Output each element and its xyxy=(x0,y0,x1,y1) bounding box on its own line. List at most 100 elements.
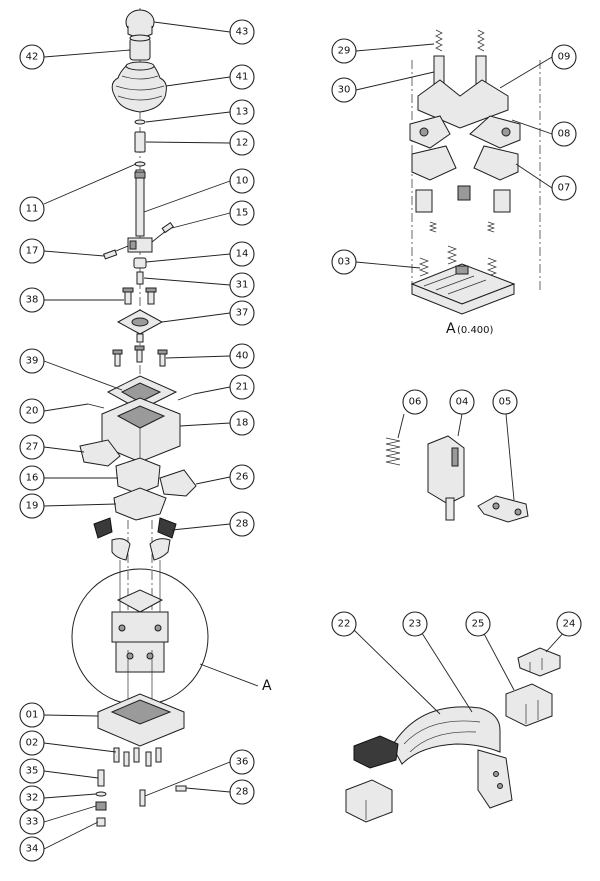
callout-24: 24 xyxy=(556,611,582,637)
callout-31: 31 xyxy=(229,272,255,298)
callout-07: 07 xyxy=(551,175,577,201)
part-22-shoe-left xyxy=(353,735,399,769)
svg-text:35: 35 xyxy=(26,766,39,777)
part-36-screw xyxy=(139,789,146,807)
callout-18: 18 xyxy=(229,410,255,436)
callout-22: 22 xyxy=(331,611,357,637)
svg-text:37: 37 xyxy=(236,308,249,319)
callout-29: 29 xyxy=(331,38,357,64)
detail-title-letter: A xyxy=(446,321,456,337)
svg-text:34: 34 xyxy=(26,844,39,855)
part-detail-base xyxy=(410,263,516,315)
part-16-gate xyxy=(115,457,161,495)
callout-36: 36 xyxy=(229,749,255,775)
svg-text:15: 15 xyxy=(236,208,249,219)
svg-text:21: 21 xyxy=(236,382,249,393)
leader-22 xyxy=(353,629,441,715)
callout-09: 09 xyxy=(551,44,577,70)
callout-10: 10 xyxy=(229,168,255,194)
part-31-pin xyxy=(136,271,144,285)
callout-11: 11 xyxy=(19,196,45,222)
callout-14: 14 xyxy=(229,241,255,267)
svg-text:43: 43 xyxy=(236,27,249,38)
main-exploded-stack: A xyxy=(71,8,272,827)
callout-17: 17 xyxy=(19,238,45,264)
detail-title-scale: (0.400) xyxy=(457,325,494,336)
part-26-lever xyxy=(159,469,197,497)
part-04-plunger xyxy=(427,413,465,521)
callout-20: 20 xyxy=(19,398,45,424)
svg-text:23: 23 xyxy=(409,619,422,630)
part-35-stud xyxy=(97,769,105,787)
part-23-arc-end xyxy=(477,749,513,809)
svg-text:16: 16 xyxy=(26,473,39,484)
part-32-washer xyxy=(95,791,107,797)
svg-text:17: 17 xyxy=(26,246,39,257)
svg-text:39: 39 xyxy=(26,356,39,367)
svg-text:18: 18 xyxy=(236,418,249,429)
part-37-flange xyxy=(116,309,164,343)
svg-text:24: 24 xyxy=(563,619,576,630)
svg-text:33: 33 xyxy=(26,817,39,828)
part-15-pin xyxy=(151,221,174,243)
svg-text:01: 01 xyxy=(26,710,39,721)
part-05-plate xyxy=(477,413,529,523)
callout-40: 40 xyxy=(229,343,255,369)
leaders-left xyxy=(43,21,231,850)
part-21-pin xyxy=(177,393,195,401)
svg-text:07: 07 xyxy=(558,183,571,194)
svg-text:30: 30 xyxy=(338,85,351,96)
svg-text:10: 10 xyxy=(236,176,249,187)
part-39-gasket xyxy=(106,375,178,411)
leader-25 xyxy=(481,629,515,691)
part-41-boot xyxy=(111,61,167,113)
svg-text:19: 19 xyxy=(26,501,39,512)
callout-23: 23 xyxy=(402,611,428,637)
part-25-shoe xyxy=(505,683,553,727)
part-42-sleeve xyxy=(129,34,151,61)
part-28-lower-pin xyxy=(175,785,187,792)
part-27-lever xyxy=(79,439,121,467)
svg-text:41: 41 xyxy=(236,72,249,83)
callout-38: 38 xyxy=(19,287,45,313)
part-10-shaft xyxy=(134,169,146,237)
part-33-nut xyxy=(95,801,107,811)
svg-text:02: 02 xyxy=(26,738,39,749)
svg-text:29: 29 xyxy=(338,46,351,57)
svg-text:28: 28 xyxy=(236,519,249,530)
callout-06: 06 xyxy=(402,389,428,415)
svg-text:22: 22 xyxy=(338,619,351,630)
svg-text:05: 05 xyxy=(499,397,512,408)
callout-28-upper: 28 xyxy=(229,511,255,537)
leader-23 xyxy=(419,629,473,713)
callout-30: 30 xyxy=(331,77,357,103)
svg-text:26: 26 xyxy=(236,472,249,483)
part-24-shoe xyxy=(517,647,561,677)
part-28-shoes xyxy=(93,517,177,561)
part-07-levers xyxy=(411,145,519,213)
part-29-springs xyxy=(435,29,485,52)
callout-28-lower: 28 xyxy=(229,779,255,805)
callout-03: 03 xyxy=(331,249,357,275)
svg-text:38: 38 xyxy=(26,295,39,306)
part-06-spring xyxy=(385,413,405,466)
part-gimbal-block xyxy=(127,237,153,253)
callout-42: 42 xyxy=(19,44,45,70)
callout-37: 37 xyxy=(229,300,255,326)
part-20-pin xyxy=(87,403,105,409)
callout-41: 41 xyxy=(229,64,255,90)
callout-16: 16 xyxy=(19,465,45,491)
part-12-bushing xyxy=(134,131,146,153)
detail-pointer-label: A xyxy=(262,678,272,694)
part-08-mechanisms xyxy=(409,115,521,149)
callout-02: 02 xyxy=(19,730,45,756)
callout-26: 26 xyxy=(229,464,255,490)
callout-13: 13 xyxy=(229,99,255,125)
part-01-base xyxy=(97,693,185,747)
part-17-pin xyxy=(103,245,129,260)
callout-35: 35 xyxy=(19,758,45,784)
svg-text:36: 36 xyxy=(236,757,249,768)
svg-text:31: 31 xyxy=(236,280,249,291)
